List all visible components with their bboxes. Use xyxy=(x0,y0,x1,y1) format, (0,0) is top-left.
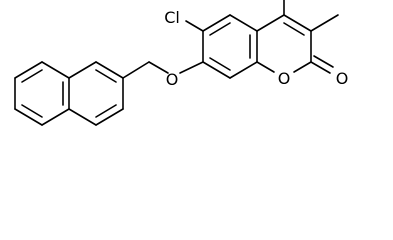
bond xyxy=(256,14,285,32)
coumarin-benzene-ring xyxy=(202,14,258,79)
bond xyxy=(95,61,124,79)
pyranone-ring xyxy=(256,14,312,73)
bond xyxy=(179,61,204,74)
bond xyxy=(293,61,312,73)
naphthalene-left-ring xyxy=(14,61,70,126)
bond xyxy=(256,61,275,73)
bond xyxy=(68,108,97,126)
methylene-oxy-linker xyxy=(122,61,169,79)
bond xyxy=(68,61,97,79)
bond xyxy=(41,108,70,126)
double-bond-inner xyxy=(283,22,305,36)
bond xyxy=(148,61,169,74)
methyl-bond xyxy=(310,14,339,32)
bond xyxy=(202,14,231,32)
ether-oxygen-label: O xyxy=(166,70,179,89)
double-bond-inner xyxy=(95,104,117,118)
double-bond-inner xyxy=(95,69,117,83)
bond xyxy=(14,108,43,126)
bond xyxy=(185,20,204,32)
bond xyxy=(122,61,150,79)
carbonyl-bond xyxy=(310,61,331,74)
bond xyxy=(41,61,70,79)
naphthalene-right-ring xyxy=(68,61,124,126)
carbonyl-oxygen-label: O xyxy=(336,69,349,88)
structure-diagram: O Cl O O xyxy=(14,0,349,126)
chlorine-label: Cl xyxy=(164,8,180,27)
bond xyxy=(14,61,43,79)
carbonyl-bond xyxy=(313,55,334,68)
bond xyxy=(95,108,124,126)
double-bond-inner xyxy=(209,57,231,71)
bond xyxy=(229,61,258,79)
double-bond-inner xyxy=(21,69,43,83)
bond xyxy=(229,14,258,32)
bond xyxy=(202,61,231,79)
double-bond-inner xyxy=(209,22,231,36)
molecule-svg: O Cl O O xyxy=(14,0,349,126)
bond xyxy=(283,14,312,32)
double-bond-inner xyxy=(21,104,43,118)
ring-oxygen-label: O xyxy=(278,69,291,88)
